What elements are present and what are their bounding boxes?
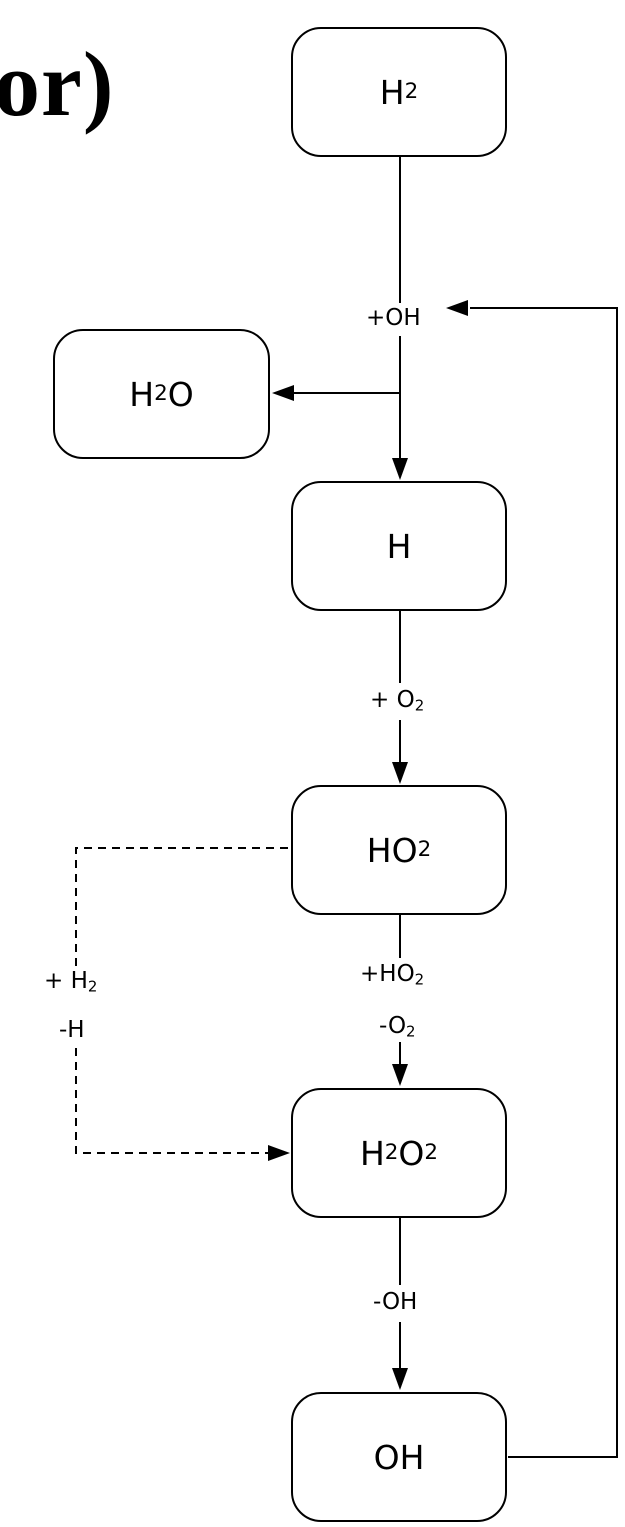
edge-oh-feedback — [470, 307, 618, 1458]
arrowhead-feedback — [446, 300, 468, 316]
label-plus-h2: + H2 — [44, 968, 98, 996]
label-minus-h: -H — [59, 1017, 85, 1043]
label-plus-o2: + O2 — [370, 687, 425, 715]
label-minus-oh: -OH — [373, 1289, 418, 1315]
node-oh: OH — [291, 1392, 507, 1522]
arrowhead-h2o2 — [392, 1064, 408, 1086]
arrowhead-oh — [392, 1368, 408, 1390]
arrowhead-h — [392, 458, 408, 480]
cropped-heading: or) — [0, 33, 115, 135]
label-plus-ho2: +HO2 — [360, 961, 425, 989]
node-h: H — [291, 481, 507, 611]
edge-dashed-bypass — [75, 847, 288, 966]
label-plus-oh: +OH — [366, 305, 421, 331]
label-minus-o2: -O2 — [379, 1013, 416, 1041]
arrowhead-ho2 — [392, 762, 408, 784]
arrowhead-dashed — [268, 1145, 290, 1161]
arrowhead-h2o — [272, 385, 294, 401]
